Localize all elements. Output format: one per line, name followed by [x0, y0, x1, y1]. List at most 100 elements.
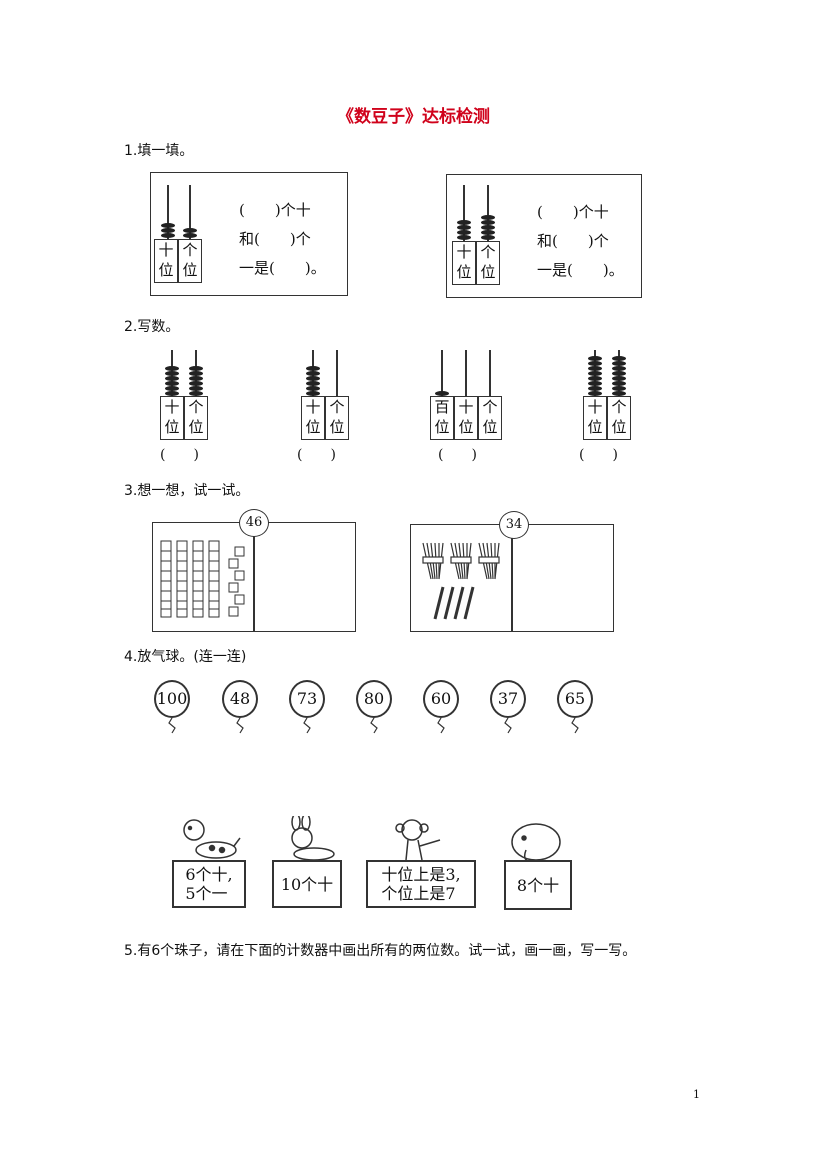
- card-8-tens[interactable]: 8个十: [504, 860, 572, 910]
- q3-panel-1: 46: [152, 509, 356, 632]
- q2-abacus-4: 十位 个位 ( ): [579, 348, 643, 468]
- panel-divider: [253, 522, 255, 632]
- bead: [189, 366, 203, 371]
- stick-bundles-icon: [422, 542, 500, 620]
- bead: [612, 376, 626, 381]
- fill-line-total[interactable]: 一是( )。: [537, 261, 624, 279]
- bead: [189, 381, 203, 386]
- bead: [612, 361, 626, 366]
- bead: [612, 371, 626, 376]
- tens-place-cell: 十位: [160, 396, 184, 440]
- bead: [165, 391, 179, 396]
- card-tens-3-ones-7[interactable]: 十位上是3, 个位上是7: [366, 860, 476, 908]
- bead: [165, 386, 179, 391]
- tens-rod: [463, 185, 465, 243]
- balloon-65[interactable]: 65: [557, 680, 593, 718]
- answer-blank[interactable]: ( ): [438, 447, 477, 463]
- bead: [588, 366, 602, 371]
- bead: [481, 225, 495, 230]
- ones-place-cell: 个位: [184, 396, 208, 440]
- q1-abacus-box-1: 十位 个位 ( )个十 和( )个 一是( )。: [150, 172, 348, 296]
- rabbit-icon: [291, 816, 335, 860]
- ones-place-cell: 个位: [178, 239, 202, 283]
- fill-line-ones[interactable]: 和( )个: [239, 230, 311, 248]
- question-3-label: 3.想一想，试一试。: [124, 483, 250, 499]
- bead: [588, 391, 602, 396]
- bead: [165, 381, 179, 386]
- card-10-tens[interactable]: 10个十: [272, 860, 342, 908]
- bead: [588, 371, 602, 376]
- bead: [161, 223, 175, 228]
- q2-abacus-1: 十位 个位 ( ): [160, 348, 220, 468]
- bead: [306, 371, 320, 376]
- elephant-icon: [511, 823, 561, 862]
- bead: [481, 220, 495, 225]
- bead: [189, 371, 203, 376]
- balloon-100[interactable]: 100: [154, 680, 190, 718]
- panel-divider: [511, 524, 513, 632]
- bead: [588, 361, 602, 366]
- bead: [457, 235, 471, 240]
- q2-abacus-2: 十位 个位 ( ): [297, 348, 361, 468]
- dog-icon: [183, 819, 241, 859]
- answer-blank[interactable]: ( ): [297, 447, 336, 463]
- question-4-label: 4.放气球。(连一连): [124, 649, 247, 665]
- tens-place-cell: 十位: [301, 396, 325, 440]
- answer-blank[interactable]: ( ): [579, 447, 618, 463]
- bead: [612, 386, 626, 391]
- question-5-label: 5.有6个珠子，请在下面的计数器中画出所有的两位数。试一试，画一画，写一写。: [124, 943, 637, 959]
- answer-blank[interactable]: ( ): [160, 447, 199, 463]
- bead: [457, 230, 471, 235]
- q1-abacus-box-2: 十位 个位 ( )个十 和( )个 一是( )。: [446, 174, 642, 298]
- tens-place-cell: 十位: [583, 396, 607, 440]
- ones-place-cell: 个位: [607, 396, 631, 440]
- ones-rod: [336, 350, 338, 398]
- bead: [481, 215, 495, 220]
- balloon-73[interactable]: 73: [289, 680, 325, 718]
- balloon-80[interactable]: 80: [356, 680, 392, 718]
- bead: [165, 371, 179, 376]
- balloon-48[interactable]: 48: [222, 680, 258, 718]
- bead: [306, 376, 320, 381]
- ones-rod: [489, 350, 491, 398]
- tens-place-cell: 十位: [154, 239, 178, 283]
- fill-line-total[interactable]: 一是( )。: [239, 259, 326, 277]
- bead: [306, 391, 320, 396]
- bead: [306, 366, 320, 371]
- bead: [481, 230, 495, 235]
- balloon-60[interactable]: 60: [423, 680, 459, 718]
- bead: [183, 228, 197, 233]
- question-2-label: 2.写数。: [124, 319, 180, 335]
- bead: [588, 381, 602, 386]
- balloon-37[interactable]: 37: [490, 680, 526, 718]
- q2-abacus-3: 百位 十位 个位 ( ): [430, 348, 510, 468]
- bead: [306, 381, 320, 386]
- bead: [189, 376, 203, 381]
- bead: [612, 356, 626, 361]
- fill-line-ones[interactable]: 和( )个: [537, 232, 609, 250]
- page-number: 1: [693, 1088, 700, 1101]
- bead: [588, 356, 602, 361]
- card-6-tens-5-ones[interactable]: 6个十, 5个一: [172, 860, 246, 908]
- bead: [165, 366, 179, 371]
- target-number-badge: 46: [239, 509, 269, 537]
- fill-line-tens[interactable]: ( )个十: [239, 201, 311, 219]
- bead: [612, 381, 626, 386]
- q3-panel-2: 34: [410, 511, 614, 632]
- tens-place-cell: 十位: [454, 396, 478, 440]
- hundreds-rod: [441, 350, 443, 398]
- bead: [435, 391, 449, 396]
- bead: [189, 391, 203, 396]
- balloon-strings: [168, 718, 579, 734]
- ones-rod: [487, 185, 489, 243]
- fill-line-tens[interactable]: ( )个十: [537, 203, 609, 221]
- ones-place-cell: 个位: [476, 241, 500, 285]
- bead: [457, 220, 471, 225]
- bead: [481, 235, 495, 240]
- bead: [612, 366, 626, 371]
- tens-rod: [465, 350, 467, 398]
- bead: [306, 386, 320, 391]
- bead: [457, 225, 471, 230]
- question-1-label: 1.填一填。: [124, 143, 194, 159]
- bead: [183, 233, 197, 238]
